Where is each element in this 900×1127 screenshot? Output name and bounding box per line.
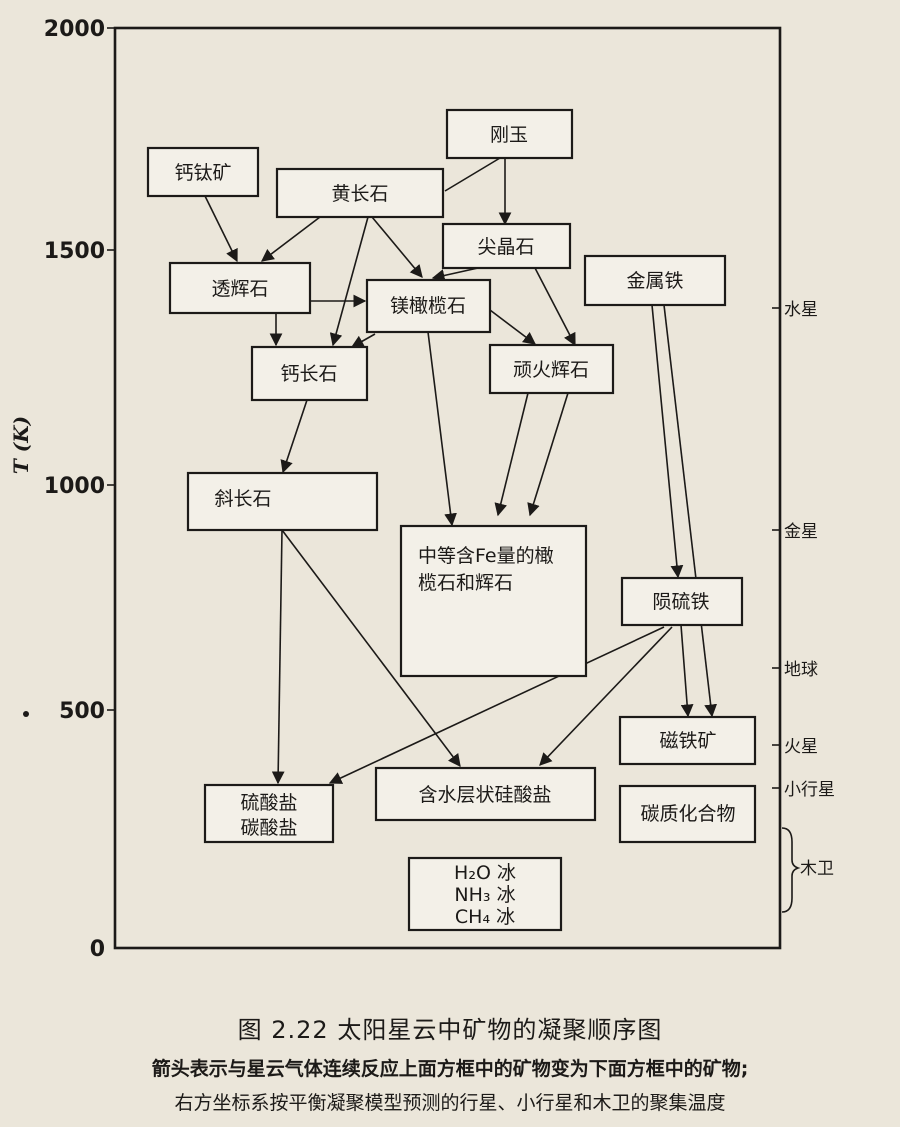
figure-caption-line2: 右方坐标系按平衡凝聚模型预测的行星、小行星和木卫的聚集温度 [174, 1092, 726, 1114]
planet-label-earth: 地球 [784, 660, 818, 680]
label-forsterite: 镁橄榄石 [390, 295, 466, 317]
label-carbonate: 碳酸盐 [240, 817, 297, 839]
arrow-forsterite-feolivine [427, 331, 457, 527]
label-water-ice: H₂O 冰 [454, 862, 516, 884]
label-melilite: 黄长石 [331, 183, 388, 205]
label-metal-iron: 金属铁 [626, 270, 683, 292]
box-carbonaceous [618, 784, 757, 844]
box-enstatite [488, 343, 615, 395]
link-melilite-corundum [444, 157, 501, 192]
arrow-troilite-magnetite [680, 624, 694, 718]
figure-caption-line1: 箭头表示与星云气体连续反应上面方框中的矿物变为下面方框中的矿物; [151, 1058, 749, 1080]
label-ammonia-ice: NH₃ 冰 [454, 884, 515, 906]
mineral-boxes: 钙钛矿 刚玉 黄长石 尖晶石 透辉石 镁橄榄石 金属铁 钙长石 顽火辉石 斜长石… [146, 108, 757, 932]
label-magnetite: 磁铁矿 [659, 730, 716, 752]
y-tick-label: 1500 [44, 239, 105, 264]
label-hydrous-silicate: 含水层状硅酸盐 [418, 784, 551, 806]
planet-label-mars: 火星 [784, 737, 818, 757]
y-tick-label: 2000 [44, 17, 105, 42]
label-anorthite: 钙长石 [280, 363, 337, 385]
arrow-forsterite-enstatite [489, 309, 537, 345]
planet-label-venus: 金星 [784, 522, 818, 542]
arrow-melilite-diopside [260, 216, 321, 262]
label-sulfate: 硫酸盐 [240, 792, 297, 814]
y-tick-label: 500 [59, 699, 105, 724]
arrow-anorthite-plagioclase [280, 399, 308, 474]
box-perovskite [146, 146, 260, 198]
label-fe-olivine-line1: 中等含Fe量的橄 [418, 545, 554, 567]
planet-label-mercury: 水星 [784, 300, 818, 320]
box-plagioclase [186, 471, 379, 532]
box-magnetite [618, 715, 757, 766]
axis-dot [23, 711, 29, 717]
arrow-melilite-forsterite [371, 216, 423, 278]
label-perovskite: 钙钛矿 [174, 162, 231, 184]
arrow-forsterite-anorthite [350, 333, 376, 348]
box-diopside [168, 261, 312, 315]
arrow-perovskite-diopside [204, 195, 238, 263]
arrow-iron-magnetite [663, 304, 718, 718]
label-troilite: 陨硫铁 [652, 591, 709, 613]
label-fe-olivine-line2: 榄石和辉石 [418, 572, 513, 594]
y-tick-label: 1000 [44, 474, 105, 499]
arrow-spinel-forsterite [431, 267, 479, 282]
plot-frame [113, 26, 782, 950]
arrow-enstatite-feolivine-b [527, 392, 569, 517]
label-spinel: 尖晶石 [477, 236, 534, 258]
box-spinel [441, 222, 572, 270]
box-corundum [445, 108, 574, 160]
planet-label-asteroids: 小行星 [784, 780, 835, 800]
arrow-iron-troilite [651, 304, 684, 579]
box-metal-iron [583, 254, 727, 307]
jovian-moons-bracket [781, 827, 801, 913]
box-ices [407, 856, 563, 932]
arrow-plagioclase-sulfate [271, 529, 285, 785]
label-enstatite: 顽火辉石 [513, 359, 589, 381]
label-corundum: 刚玉 [490, 124, 528, 146]
label-diopside: 透辉石 [211, 278, 268, 300]
figure-caption-title: 图 2.22 太阳星云中矿物的凝聚顺序图 [237, 1016, 663, 1044]
y-tick-label: 0 [90, 937, 105, 962]
label-carbonaceous: 碳质化合物 [640, 803, 735, 825]
box-melilite [275, 167, 445, 219]
reaction-arrows [204, 157, 718, 785]
box-forsterite [365, 278, 492, 334]
arrow-plagioclase-hydrous [281, 529, 461, 768]
planet-label-jovian-moons: 木卫 [800, 859, 834, 879]
y-axis-label: T (K) [9, 416, 33, 474]
arrow-melilite-anorthite [329, 216, 369, 347]
box-fe-olivine-pyroxene [399, 524, 588, 678]
label-methane-ice: CH₄ 冰 [455, 906, 515, 928]
arrow-spinel-enstatite [534, 267, 576, 347]
box-sulfate-carbonate [203, 783, 335, 844]
arrow-troilite-sulfate [328, 626, 665, 784]
arrow-enstatite-feolivine-a [494, 392, 529, 517]
box-hydrous-silicate [374, 766, 597, 822]
condensation-diagram: 2000 1500 1000 500 0 T (K) 水星 金星 地球 火星 小… [9, 17, 835, 962]
arrow-troilite-hydrous [539, 626, 673, 766]
box-troilite [620, 576, 744, 627]
label-plagioclase: 斜长石 [214, 488, 271, 510]
box-anorthite [250, 345, 369, 402]
